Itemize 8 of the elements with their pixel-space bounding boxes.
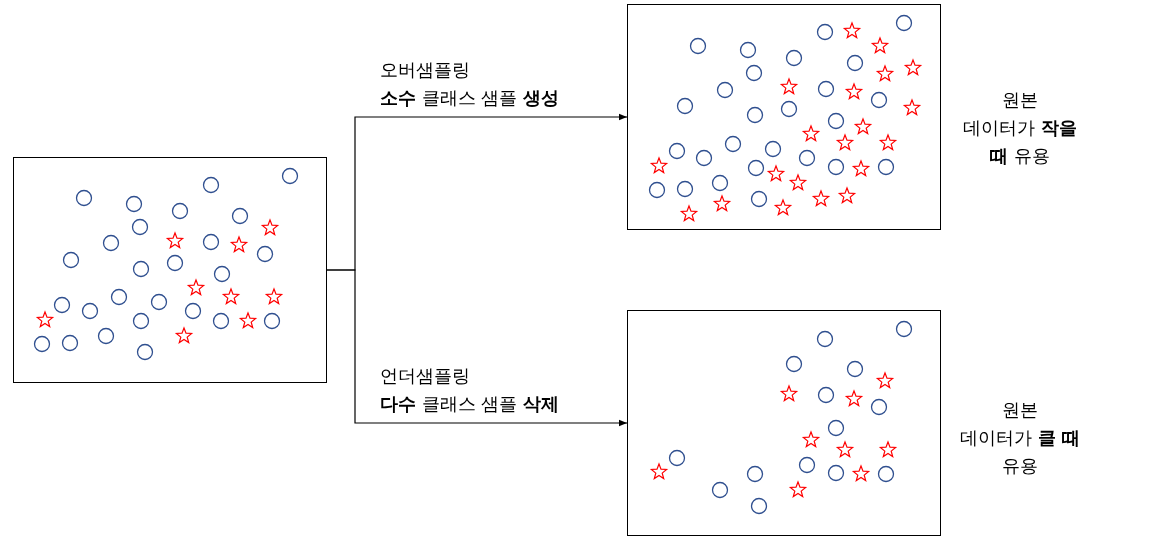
scatter-plot-box: [627, 4, 941, 230]
scatter-plot-box: [13, 157, 327, 383]
note-text: 원본 데이터가 작을 때 유용: [962, 88, 1078, 168]
edge-label: 오버샘플링 소수 클래스 샘플 생성: [380, 58, 560, 110]
connector-arrow: [326, 269, 628, 427]
edge-label: 언더샘플링 다수 클래스 샘플 삭제: [380, 364, 560, 416]
scatter-plot-box: [627, 310, 941, 536]
note-text: 원본 데이터가 클 때 유용: [959, 398, 1081, 478]
